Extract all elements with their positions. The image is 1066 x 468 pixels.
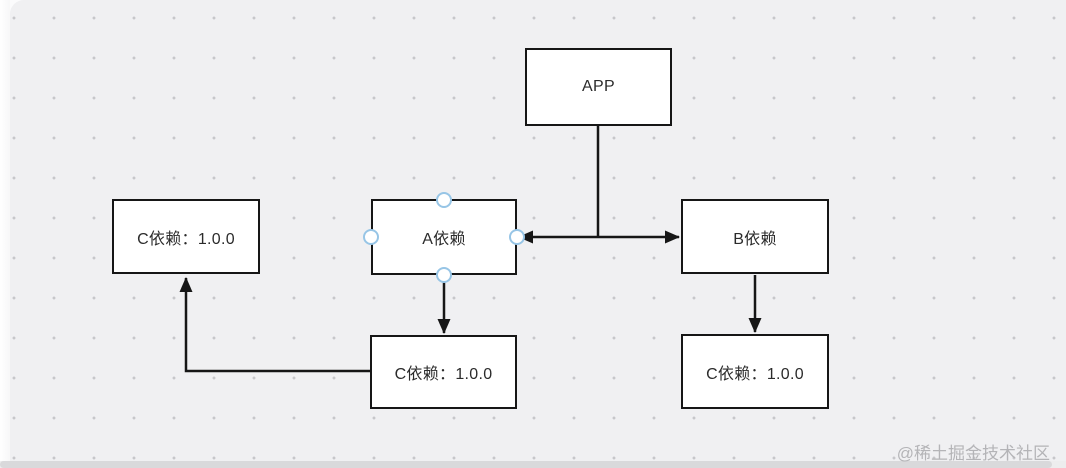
node-dep-b[interactable]: B依赖 bbox=[681, 199, 829, 274]
selection-handle-bottom[interactable] bbox=[436, 267, 452, 283]
watermark-text: @稀土掘金技术社区 bbox=[896, 444, 1050, 463]
selection-handle-left[interactable] bbox=[363, 229, 379, 245]
node-app-label: APP bbox=[582, 78, 615, 95]
node-dep-c-under-b-label: C依赖：1.0.0 bbox=[706, 365, 804, 383]
selection-handle-right[interactable] bbox=[509, 229, 525, 245]
node-dep-a[interactable]: A依赖 bbox=[371, 199, 517, 275]
node-dep-a-label: A依赖 bbox=[422, 231, 466, 248]
node-app[interactable]: APP bbox=[525, 48, 672, 126]
selection-handle-top[interactable] bbox=[436, 192, 452, 208]
horizontal-scrollbar[interactable] bbox=[0, 461, 1066, 468]
node-dep-c-left[interactable]: C依赖：1.0.0 bbox=[112, 199, 260, 274]
canvas-left-gutter bbox=[0, 0, 10, 461]
node-dep-b-label: B依赖 bbox=[733, 230, 777, 248]
horizontal-scrollbar-thumb[interactable] bbox=[0, 461, 1052, 468]
node-dep-c-under-a[interactable]: C依赖：1.0.0 bbox=[370, 335, 517, 409]
node-dep-c-under-a-label: C依赖：1.0.0 bbox=[394, 366, 493, 383]
node-dep-c-under-b[interactable]: C依赖：1.0.0 bbox=[681, 334, 829, 409]
node-dep-c-left-label: C依赖：1.0.0 bbox=[137, 230, 235, 248]
